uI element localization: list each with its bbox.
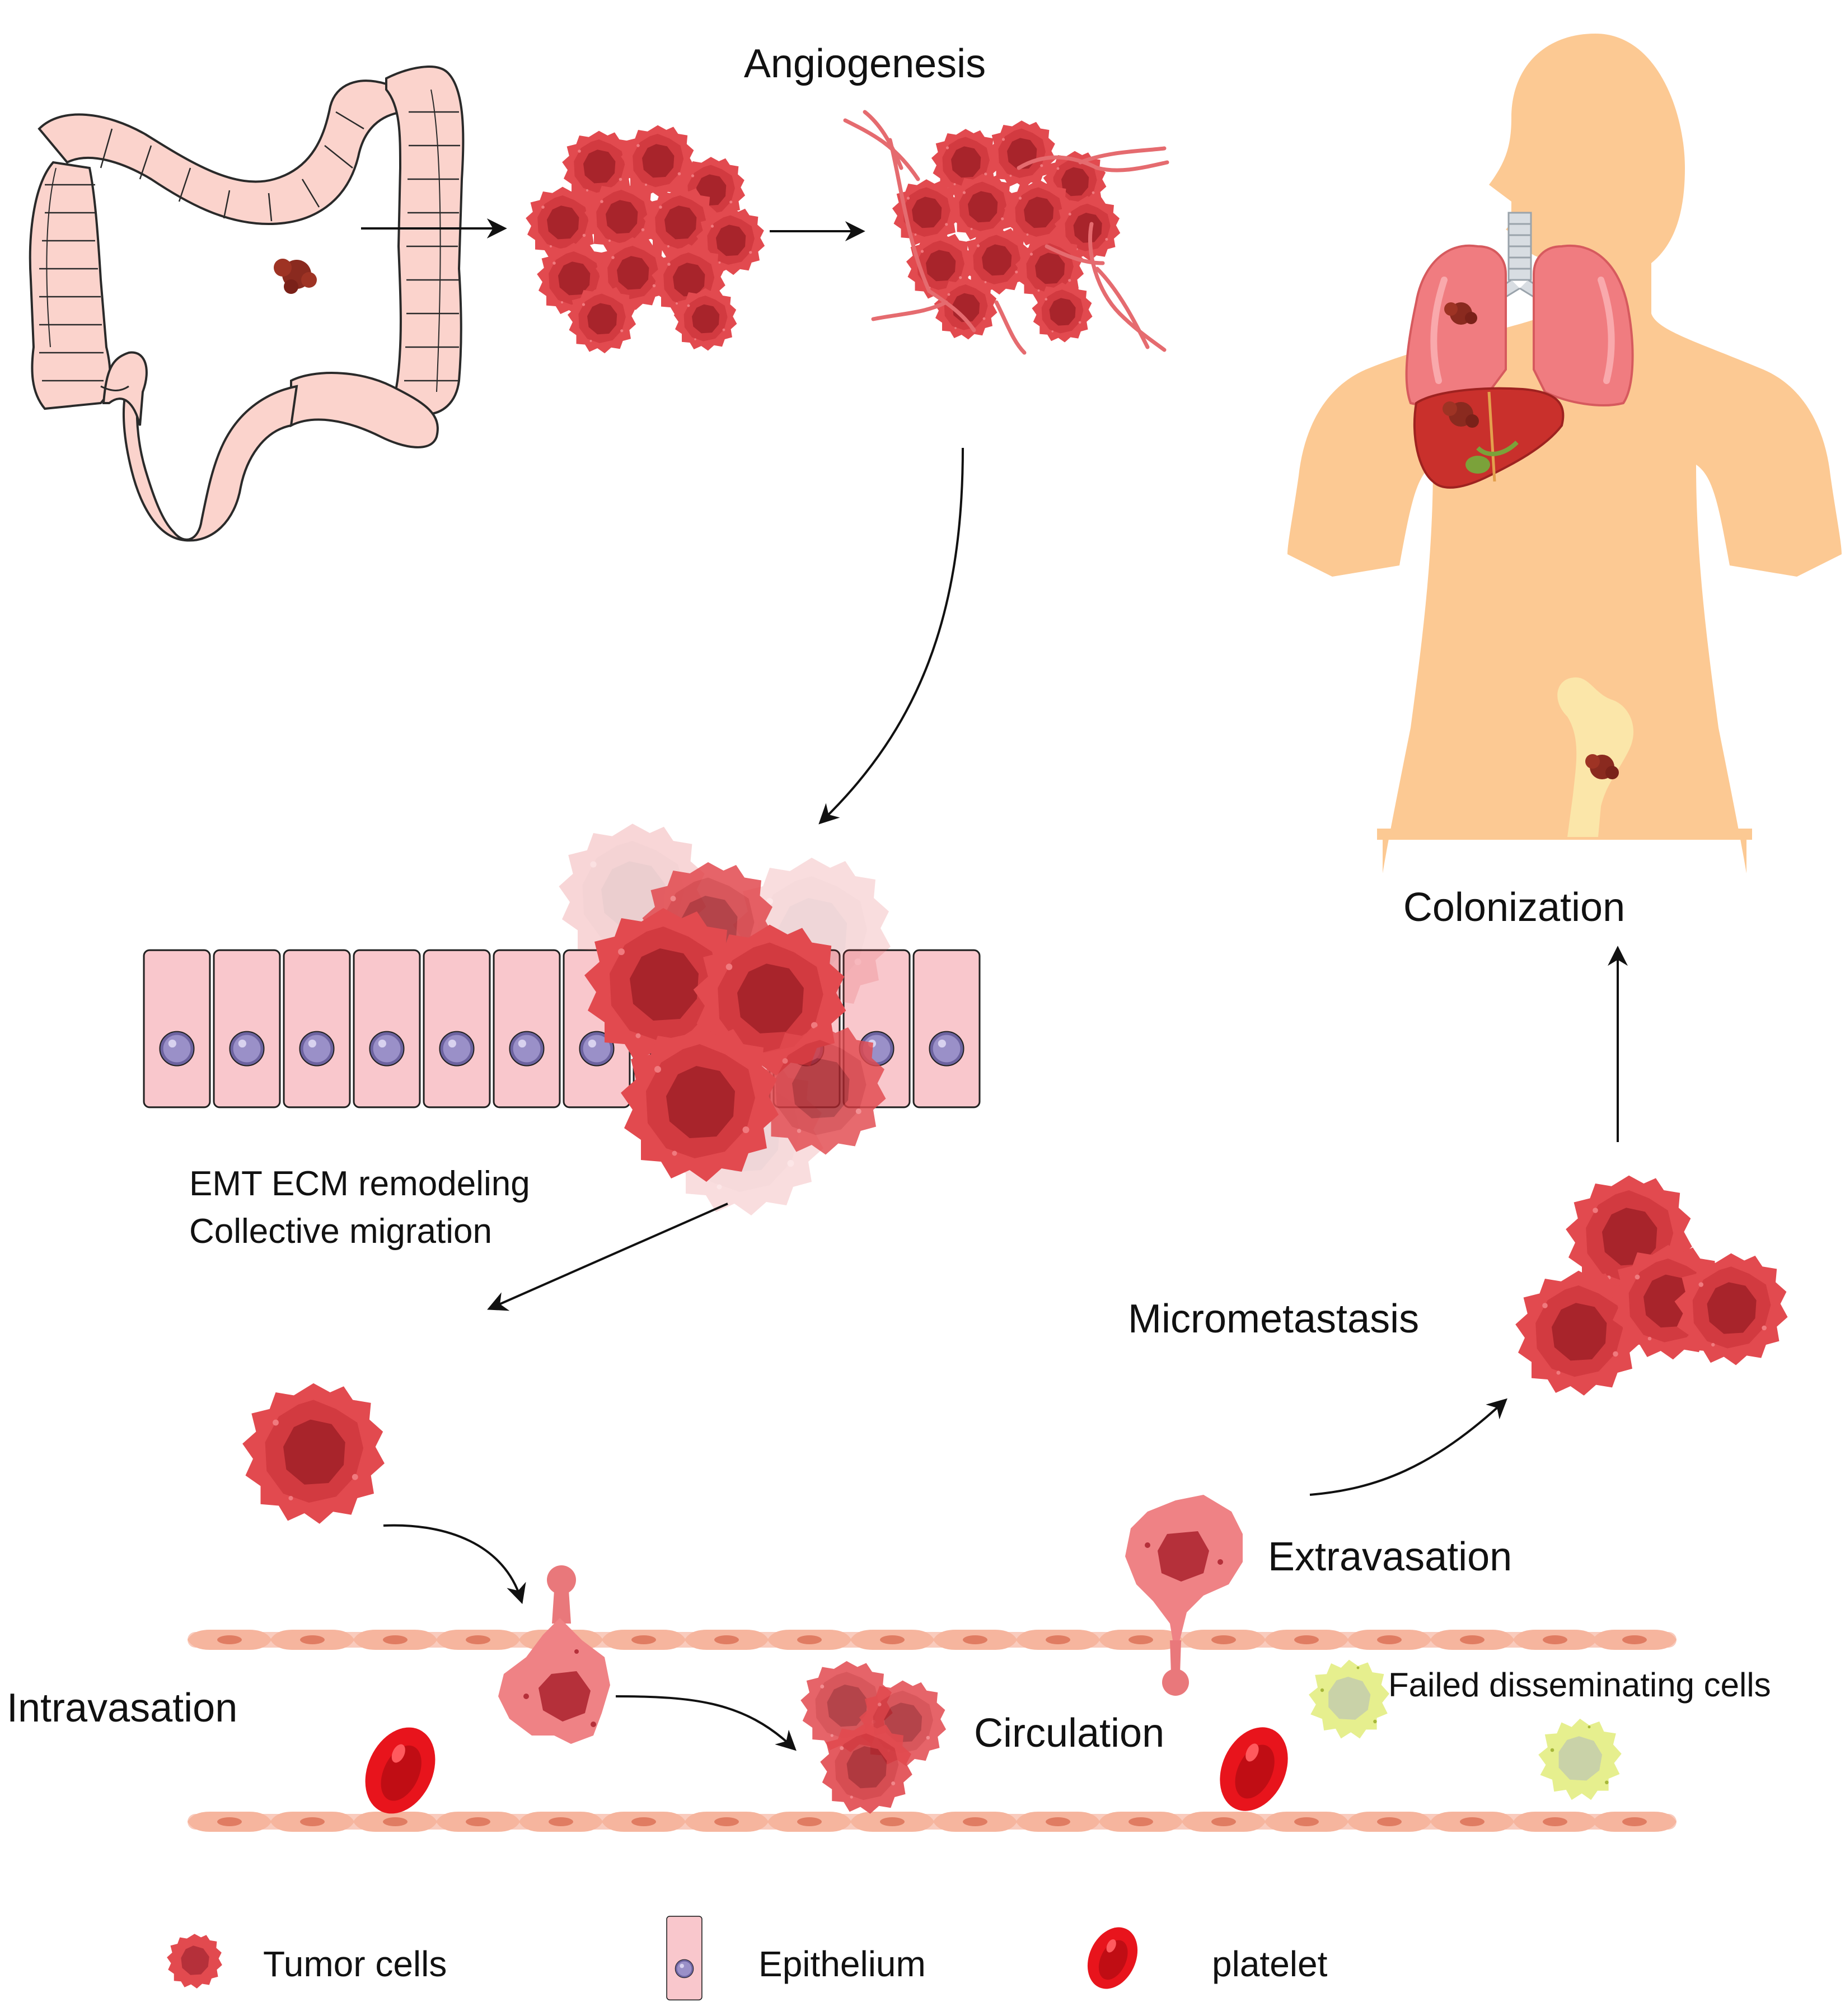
label-angiogenesis: Angiogenesis [744, 41, 986, 86]
legend-tumor-icon [167, 1934, 222, 1989]
arrow-intravasation-to-circulation [615, 1695, 797, 1751]
arrow-angiogenesis-to-emt [818, 447, 964, 825]
human-body [1287, 34, 1842, 873]
arrow-single-to-intravasation [383, 1524, 526, 1605]
platelet-1 [358, 1722, 442, 1819]
lungs [1405, 244, 1634, 406]
bone-metastasis [1585, 754, 1619, 779]
arrow-extravasation-to-micrometastasis [1309, 1398, 1507, 1496]
lung-metastasis [1444, 302, 1477, 325]
label-extravasation: Extravasation [1268, 1535, 1512, 1579]
colon-illustration [29, 66, 465, 542]
legend-platelet-icon [1083, 1923, 1142, 1993]
single-tumor-cell [242, 1383, 385, 1524]
legend-epithelium-label: Epithelium [758, 1944, 926, 1984]
label-failed-disseminating: Failed disseminating cells [1388, 1666, 1771, 1704]
label-intravasation: Intravasation [7, 1686, 237, 1730]
angiogenesis-cluster [843, 110, 1169, 355]
arrow-emt-to-single-cell [487, 1203, 728, 1311]
label-circulation: Circulation [974, 1711, 1164, 1756]
failed-cell-1 [1309, 1659, 1389, 1739]
label-emt-line2: Collective migration [189, 1212, 492, 1251]
label-emt-line1: EMT ECM remodeling [189, 1164, 530, 1203]
micrometastasis-cluster [1515, 1175, 1788, 1396]
failed-cell-2 [1538, 1718, 1622, 1800]
liver-metastasis [1443, 401, 1479, 428]
circulating-tumor-cluster [800, 1661, 947, 1814]
blood-vessels [843, 110, 1169, 355]
legend: Tumor cells Epithelium platelet [167, 1915, 1328, 2001]
legend-tumor-label: Tumor cells [263, 1944, 447, 1984]
legend-platelet-label: platelet [1212, 1944, 1328, 1984]
tumor-cluster-primary [526, 125, 765, 354]
label-colonization: Colonization [1403, 885, 1625, 930]
platelet-2 [1212, 1722, 1296, 1817]
extravasating-cell [1125, 1495, 1243, 1696]
colon-tumor [274, 259, 317, 294]
label-micrometastasis: Micrometastasis [1128, 1297, 1419, 1341]
intravasating-cell [498, 1565, 610, 1744]
invading-tumor-mass [559, 824, 891, 1215]
legend-epithelium-icon [666, 1915, 703, 2001]
